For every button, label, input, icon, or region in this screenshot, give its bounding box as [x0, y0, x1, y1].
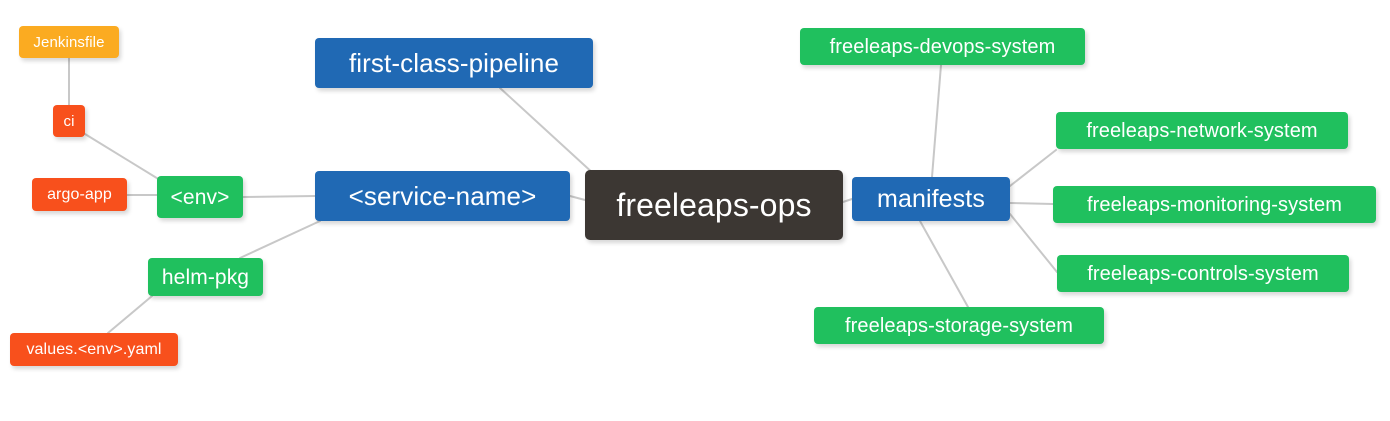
edge-manifests-to-freeleaps-monitoring-system [1009, 202, 1054, 205]
node-label: <env> [170, 185, 230, 209]
node-label: freeleaps-ops [616, 187, 812, 223]
node-freeleaps-monitoring-system[interactable]: freeleaps-monitoring-system [1053, 186, 1376, 223]
node-label: values.<env>.yaml [26, 340, 162, 358]
edge-service-name-to-env [242, 195, 316, 198]
edge-service-name-to-helm-pkg [239, 220, 321, 259]
node-label: freeleaps-controls-system [1087, 262, 1319, 285]
edge-manifests-to-freeleaps-controls-system [1009, 213, 1058, 273]
node-values-env-yaml[interactable]: values.<env>.yaml [10, 333, 178, 366]
node-label: ci [63, 112, 75, 130]
node-label: freeleaps-network-system [1086, 119, 1318, 142]
node-manifests[interactable]: manifests [852, 177, 1010, 221]
edge-helm-pkg-to-values-env-yaml [107, 295, 153, 334]
edge-manifests-to-freeleaps-storage-system [919, 220, 969, 308]
node-label: Jenkinsfile [33, 33, 105, 51]
node-freeleaps-ops[interactable]: freeleaps-ops [585, 170, 843, 240]
node-label: <service-name> [348, 181, 537, 211]
node-freeleaps-devops-system[interactable]: freeleaps-devops-system [800, 28, 1085, 65]
node-label: freeleaps-monitoring-system [1086, 193, 1342, 216]
node-freeleaps-storage-system[interactable]: freeleaps-storage-system [814, 307, 1104, 344]
node-first-class-pipeline[interactable]: first-class-pipeline [315, 38, 593, 88]
node-jenkinsfile[interactable]: Jenkinsfile [19, 26, 119, 58]
edge-env-to-ci [84, 133, 161, 181]
node-env[interactable]: <env> [157, 176, 243, 218]
node-service-name[interactable]: <service-name> [315, 171, 570, 221]
node-label: manifests [877, 184, 985, 213]
node-label: helm-pkg [161, 265, 250, 289]
node-ci[interactable]: ci [53, 105, 85, 137]
node-freeleaps-controls-system[interactable]: freeleaps-controls-system [1057, 255, 1349, 292]
node-label: argo-app [47, 185, 112, 203]
edge-freeleaps-ops-to-first-class-pipeline [499, 87, 596, 176]
edge-manifests-to-freeleaps-devops-system [931, 64, 942, 178]
edge-freeleaps-ops-to-service-name [569, 195, 586, 201]
node-helm-pkg[interactable]: helm-pkg [148, 258, 263, 296]
edge-manifests-to-freeleaps-network-system [1009, 149, 1057, 187]
node-label: first-class-pipeline [348, 48, 560, 78]
node-label: freeleaps-devops-system [829, 35, 1056, 58]
edge-freeleaps-ops-to-manifests [842, 198, 853, 203]
node-freeleaps-network-system[interactable]: freeleaps-network-system [1056, 112, 1348, 149]
node-argo-app[interactable]: argo-app [32, 178, 127, 211]
node-label: freeleaps-storage-system [844, 314, 1074, 337]
